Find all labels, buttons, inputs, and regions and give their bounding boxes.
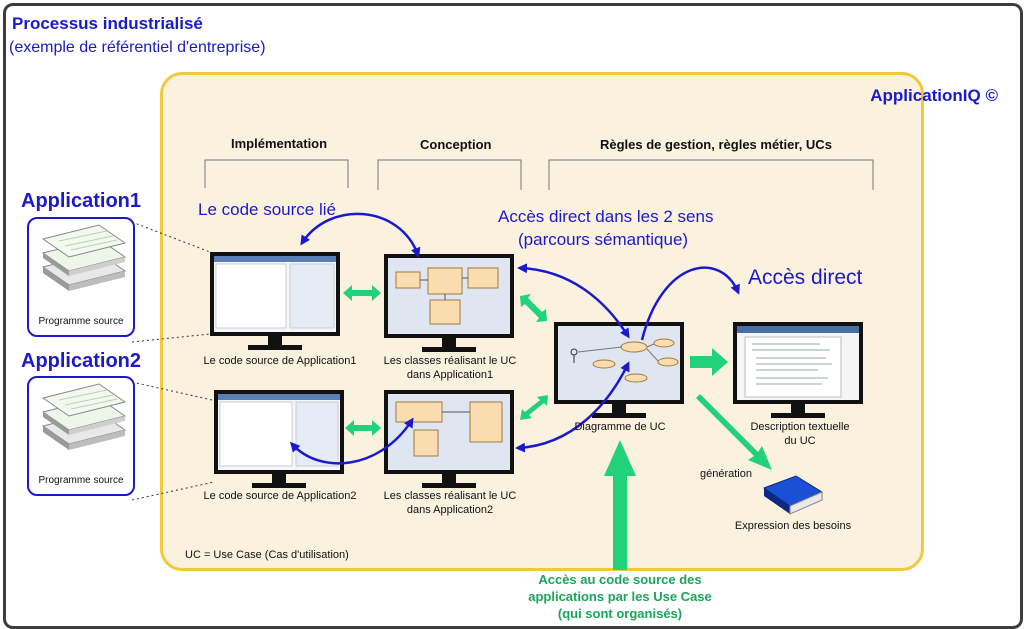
note-direct-access: Accès direct	[748, 266, 863, 289]
app1-caption: Programme source	[38, 316, 124, 327]
label-generation: génération	[700, 468, 752, 480]
green-note-line3: (qui sont organisés)	[557, 606, 683, 621]
app1-card: Programme source	[27, 217, 135, 337]
source-files-icon	[41, 383, 127, 450]
page-title: Processus industrialisé	[12, 14, 203, 33]
column-brackets	[204, 159, 874, 190]
label-classes1-line1: Les classes réalisant le UC	[383, 355, 517, 367]
column-header-rules: Règles de gestion, règles métier, UCs	[600, 137, 832, 152]
book-icon	[762, 475, 824, 515]
column-header-implementation: Implémentation	[231, 136, 328, 151]
monitor-classes-1	[384, 254, 514, 352]
label-classes1-line2: dans Application1	[406, 369, 494, 381]
app2-card: Programme source	[27, 376, 135, 496]
monitor-uc-diagram	[554, 322, 684, 418]
label-book: Expression des besoins	[734, 520, 852, 532]
label-uc-diagram: Diagramme de UC	[574, 421, 666, 433]
note-direct-access-line1: Accès direct dans les 2 sens	[498, 207, 714, 226]
green-note-line2: applications par les Use Case	[528, 589, 712, 604]
green-note: Accès au code source des applications pa…	[520, 571, 720, 622]
app2-caption: Programme source	[38, 475, 124, 486]
monitor-code-source-1	[210, 252, 340, 350]
label-code1: Le code source de Application1	[203, 355, 357, 367]
monitor-code-source-2	[214, 390, 344, 488]
monitor-description	[733, 322, 863, 418]
label-desc-line1: Description textuelle	[750, 421, 850, 433]
label-classes2-line1: Les classes réalisant le UC	[383, 490, 517, 502]
label-desc-line2: du UC	[784, 435, 816, 447]
note-direct-access-line2: (parcours sémantique)	[518, 230, 689, 249]
page-subtitle: (exemple de référentiel d'entreprise)	[9, 39, 266, 56]
green-note-line1: Accès au code source des	[538, 572, 702, 587]
label-classes2-line2: dans Application2	[406, 504, 494, 516]
column-header-conception: Conception	[420, 137, 492, 152]
label-code2: Le code source de Application2	[203, 490, 357, 502]
brand-label: ApplicationIQ ©	[870, 86, 998, 105]
dotted-connectors	[131, 221, 215, 501]
monitor-classes-2	[384, 390, 514, 488]
note-linked-source: Le code source lié	[198, 200, 336, 219]
app2-title: Application2	[21, 350, 142, 372]
source-files-icon	[41, 224, 127, 291]
app1-title: Application1	[21, 190, 142, 212]
uc-legend: UC = Use Case (Cas d'utilisation)	[185, 549, 349, 561]
blue-arrows	[289, 212, 740, 465]
